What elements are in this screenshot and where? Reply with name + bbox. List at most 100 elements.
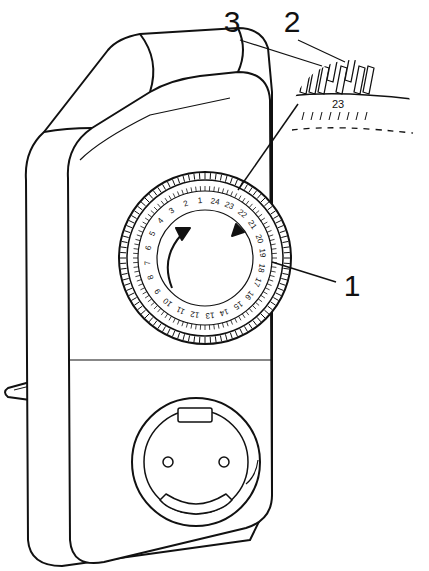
bezel-knurl [280,283,286,285]
hour-number: 9 [154,287,163,295]
bezel-knurl [273,216,278,219]
pointer-triangle [232,224,244,236]
dial-segment [133,258,138,259]
dial-segment [173,193,175,197]
housing-edge [70,359,272,360]
dial-segment [134,248,139,250]
scale-tick [347,112,349,120]
dial-segment [186,188,187,193]
hour-number: 23 [223,201,234,212]
switch-segment [345,54,356,82]
dial-segment [258,214,262,217]
dial-segment [265,288,269,290]
dial-segment [261,218,265,221]
bezel-knurl [264,310,269,314]
bezel-knurl [278,225,284,227]
bezel-knurl [188,335,189,341]
dial-segment [255,302,259,305]
bezel-knurl [149,317,153,322]
bezel-knurl [271,302,276,305]
dial-segment [158,308,161,312]
dial-segment [205,186,206,191]
dial-segment [143,222,147,225]
bezel-knurl [125,231,131,233]
bezel-knurl [281,236,287,238]
dial-segment [239,316,242,320]
bezel-knurl [163,326,166,331]
dial-segment [148,299,152,302]
bezel-knurl [281,278,287,280]
bezel-knurl [282,241,288,242]
dial-segment [138,284,143,286]
earth-clip [160,494,232,514]
dial-segment [145,295,149,298]
dial-segment [235,318,237,322]
hour-number: 5 [149,230,158,237]
dial-segment [271,248,276,250]
bezel-knurl [120,252,126,253]
bezel-knurl [245,326,248,331]
bezel-knurl [123,236,129,238]
dial-segment [252,207,256,211]
bezel-knurl [193,336,195,342]
dial-segment [263,292,267,295]
dial-segment [140,226,144,228]
dial-segment [271,243,276,245]
dial-segment [134,243,139,245]
dial-segment [169,196,172,200]
hour-number: 17 [251,276,262,287]
hour-number: 16 [243,289,255,301]
leader-line [240,40,322,66]
dial-segment [186,323,187,328]
dial-segment [138,230,143,232]
bezel-knurl [235,179,237,185]
bezel-knurl [271,211,276,214]
dial-segment [231,320,233,325]
dial-segment [200,186,201,191]
dial-segment [271,271,276,273]
bezel-knurl [261,198,265,202]
bezel-knurl [134,302,139,305]
dial-segment [267,230,272,232]
dial-segment [218,187,220,192]
bezel-knurl [249,324,252,329]
scale-tick [365,112,367,120]
dial-segment [161,311,164,315]
bezel-knurl [249,187,252,192]
dial-segment [222,323,223,328]
bezel-knurl [138,206,143,210]
hour-number: 20 [253,233,264,244]
hour-number: 14 [219,306,230,317]
bezel-knurl [145,198,149,202]
bezel-knurl [261,314,265,318]
dial-face [157,210,253,306]
bezel-knurl [284,258,290,259]
zoom-leader [238,104,298,190]
hour-number: 18 [256,263,265,273]
hour-number: 19 [257,248,266,258]
dial-segment [222,188,223,193]
hour-number: 4 [157,217,166,226]
dial-segment [227,321,229,326]
bezel-knurl [126,225,132,227]
bezel-knurl [163,184,166,189]
socket-recess [144,410,248,514]
bezel-knurl [178,178,180,184]
housing-edge [140,34,153,92]
callout-number: 2 [284,7,301,37]
bezel-knurl [149,194,153,199]
hour-number: 13 [205,310,215,319]
dial-segment [169,316,172,320]
bezel-knurl [158,187,161,192]
bezel-knurl [188,175,189,181]
bezel-knurl [153,321,157,326]
hour-number: 10 [162,296,174,308]
dial-segment [242,314,245,318]
bezel-knurl [131,216,136,219]
bezel-knurl [280,231,286,233]
dial-segment [263,222,267,225]
scale-tick [338,112,340,120]
bezel-knurl [129,293,134,296]
dial-segment [213,324,215,329]
